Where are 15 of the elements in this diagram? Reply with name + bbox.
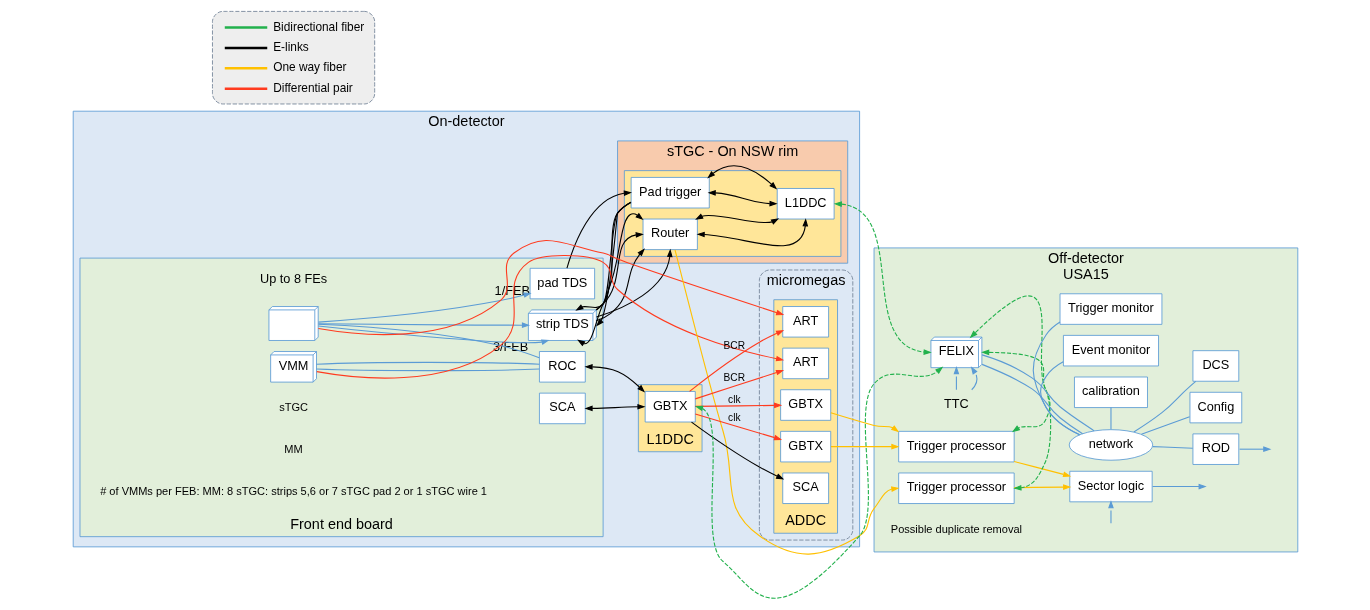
label: Possible duplicate removal [890, 522, 1022, 535]
label: # of VMMs per FEB: MM: 8 sTGC: strips 5,6 or 7 sTGC pad 2 or 1 sTGC wire 1 [99, 484, 487, 497]
legend-label: One way fiber [272, 60, 346, 75]
legend-label: Differential pair [272, 80, 353, 95]
label: MM [283, 442, 303, 455]
node-text: TTC [943, 396, 969, 411]
node-label: Up to 8 FEs [259, 271, 327, 287]
legend-label: Bidirectional fiber [272, 19, 364, 34]
edge-label: clk [727, 393, 741, 405]
legend-label: E-links [272, 40, 309, 55]
edge-label: BCR [723, 340, 745, 352]
edge-label: BCR [723, 371, 745, 383]
edge-label: clk [727, 411, 741, 423]
label: sTGC [278, 401, 308, 414]
node-label: 1/FEB [494, 282, 530, 298]
